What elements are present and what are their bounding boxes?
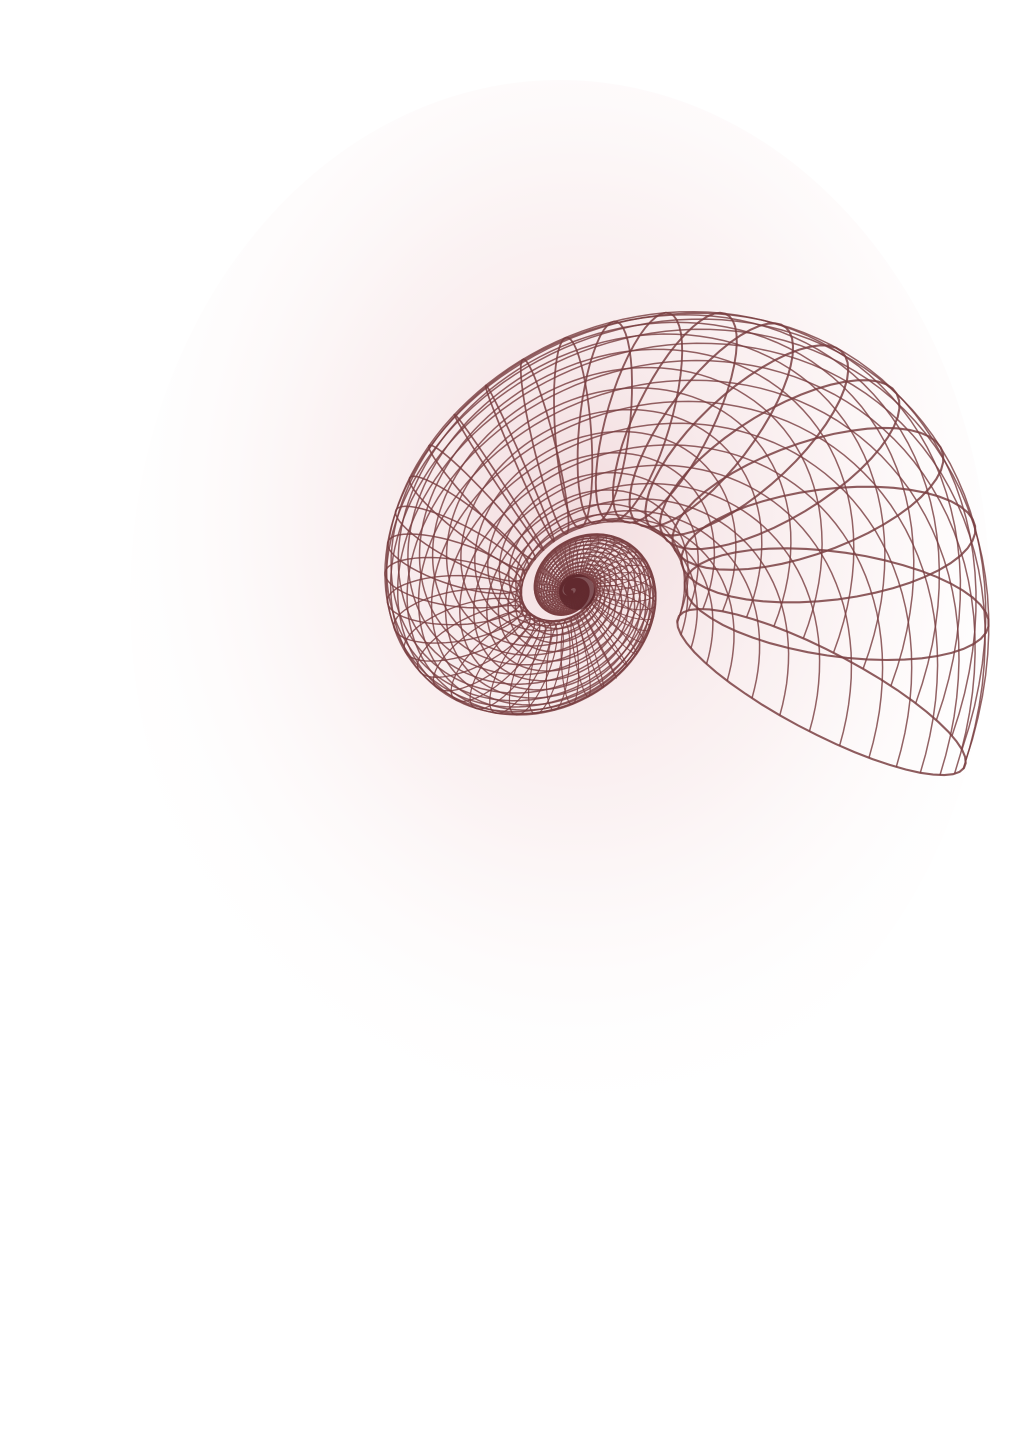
spiral-apex — [559, 574, 595, 610]
apex-core — [559, 574, 595, 610]
